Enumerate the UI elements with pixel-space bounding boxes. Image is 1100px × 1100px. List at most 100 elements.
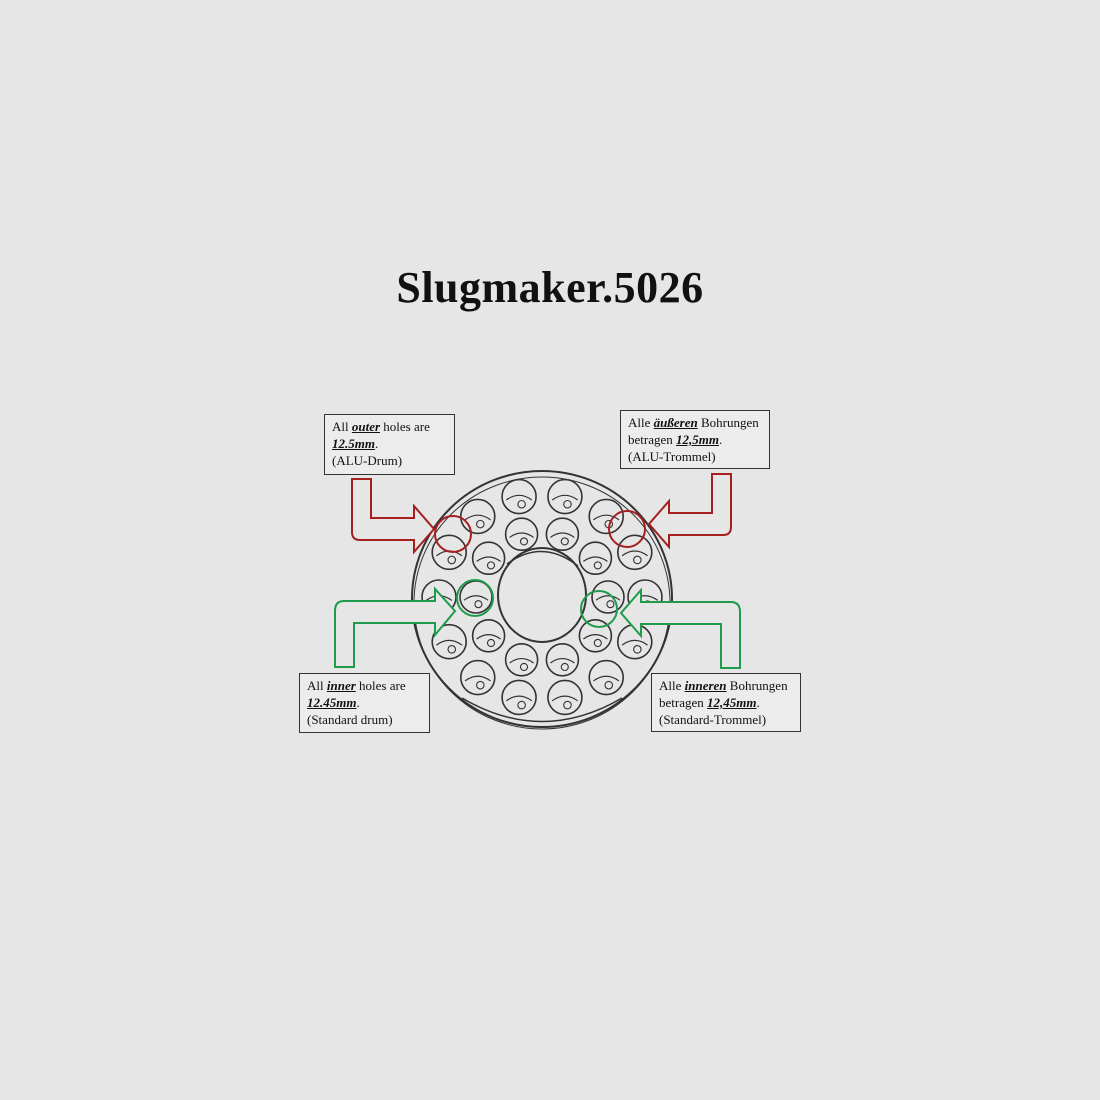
hole-inner-edge <box>505 695 533 702</box>
inner-arrow-right <box>619 587 741 669</box>
hole-bottom <box>486 638 496 648</box>
hole-rim <box>459 659 496 696</box>
hole-inner-edge <box>464 675 491 682</box>
hole-bottom <box>560 662 569 672</box>
hole-inner-edge <box>583 633 608 640</box>
hole-rim <box>431 623 468 660</box>
drum-center-bore <box>497 547 587 643</box>
hole-rim <box>591 580 625 614</box>
hole-inner-edge <box>505 494 533 501</box>
hole-inner-edge <box>621 550 648 557</box>
outer-hole <box>431 623 468 660</box>
inner-hole <box>578 618 613 653</box>
hole-bottom <box>476 680 485 690</box>
note-outer-holes-de: Alle äußeren Bohrungen betragen 12,5mm. … <box>620 410 770 469</box>
hole-inner-edge <box>550 657 575 664</box>
hole-inner-edge <box>551 494 579 501</box>
inner-arrow-left <box>334 586 457 668</box>
outer-hole <box>547 679 583 716</box>
hole-inner-edge <box>583 556 608 562</box>
outer-hole <box>588 498 625 535</box>
hole-rim <box>504 517 539 552</box>
hole-bottom <box>519 537 529 546</box>
hole-rim <box>578 541 613 576</box>
hole-inner-edge <box>595 595 621 601</box>
hole-inner-edge <box>464 514 491 521</box>
hole-bottom <box>476 519 485 529</box>
hole-inner-edge <box>593 514 620 521</box>
hole-bottom <box>474 600 483 609</box>
hole-bottom <box>593 638 602 648</box>
inner-hole-highlight-right <box>580 590 618 628</box>
outer-hole-highlight-left <box>434 515 472 553</box>
hole-inner-edge <box>463 595 489 601</box>
hole-rim <box>545 642 580 677</box>
hole-rim <box>588 659 625 696</box>
hole-bottom <box>633 645 642 654</box>
hole-bottom <box>563 700 572 710</box>
page-title: Slugmaker.5026 <box>396 263 704 312</box>
inner-hole <box>471 618 506 653</box>
hole-inner-edge <box>621 639 648 646</box>
outer-hole <box>459 659 496 696</box>
hole-bottom <box>604 680 614 690</box>
hole-rim <box>547 478 583 515</box>
hole-inner-edge <box>476 556 501 562</box>
inner-hole <box>591 580 625 614</box>
hole-rim <box>578 618 613 653</box>
inner-hole-highlight-left <box>456 579 494 617</box>
hole-rim <box>471 618 506 653</box>
hole-inner-edge <box>593 675 620 682</box>
hole-bottom <box>563 499 572 509</box>
hole-inner-edge <box>509 657 534 664</box>
inner-hole <box>471 541 506 576</box>
hole-rim <box>616 534 653 571</box>
hole-rim <box>471 541 506 576</box>
hole-bottom <box>593 561 602 570</box>
outer-hole <box>616 534 653 571</box>
outer-hole-highlight-right <box>608 510 646 548</box>
inner-hole <box>545 642 580 677</box>
hole-rim <box>545 517 580 552</box>
note-outer-holes-en: All outer holes are 12.5mm. (ALU-Drum) <box>324 414 455 475</box>
hole-rim <box>431 534 468 571</box>
outer-hole <box>588 659 625 696</box>
outer-hole <box>459 498 496 535</box>
hole-bottom <box>517 499 526 509</box>
drum-side-wall <box>461 697 623 723</box>
outer-hole <box>501 679 537 716</box>
inner-hole <box>578 541 613 576</box>
inner-hole <box>504 517 539 552</box>
hole-rim <box>547 679 583 716</box>
drum-bore-inner-edge <box>506 550 579 567</box>
hole-inner-edge <box>436 639 463 646</box>
drum-outer-rim <box>411 470 673 728</box>
callouts <box>334 473 741 669</box>
hole-rim <box>459 498 496 535</box>
hole-rim <box>588 498 625 535</box>
outer-arrow-left <box>351 478 436 555</box>
note-inner-holes-de: Alle inneren Bohrungen betragen 12,45mm.… <box>651 673 801 732</box>
hole-bottom <box>447 555 457 565</box>
hole-rim <box>504 642 539 677</box>
hole-bottom <box>606 600 615 609</box>
hole-inner-edge <box>476 633 501 640</box>
hole-inner-edge <box>550 532 575 538</box>
hole-rim <box>501 478 537 515</box>
hole-bottom <box>486 561 496 570</box>
hole-rim <box>501 679 537 716</box>
outer-hole <box>501 478 537 515</box>
hole-bottom <box>447 645 457 654</box>
hole-inner-edge <box>551 695 579 702</box>
hole-bottom <box>560 537 569 546</box>
hole-bottom <box>633 555 642 565</box>
outer-arrow-right <box>647 473 732 550</box>
note-inner-holes-en: All inner holes are 12.45mm. (Standard d… <box>299 673 430 733</box>
inner-hole <box>545 517 580 552</box>
hole-inner-edge <box>509 532 534 538</box>
hole-bottom <box>519 662 529 672</box>
hole-bottom <box>517 700 526 710</box>
outer-hole <box>547 478 583 515</box>
inner-hole <box>504 642 539 677</box>
